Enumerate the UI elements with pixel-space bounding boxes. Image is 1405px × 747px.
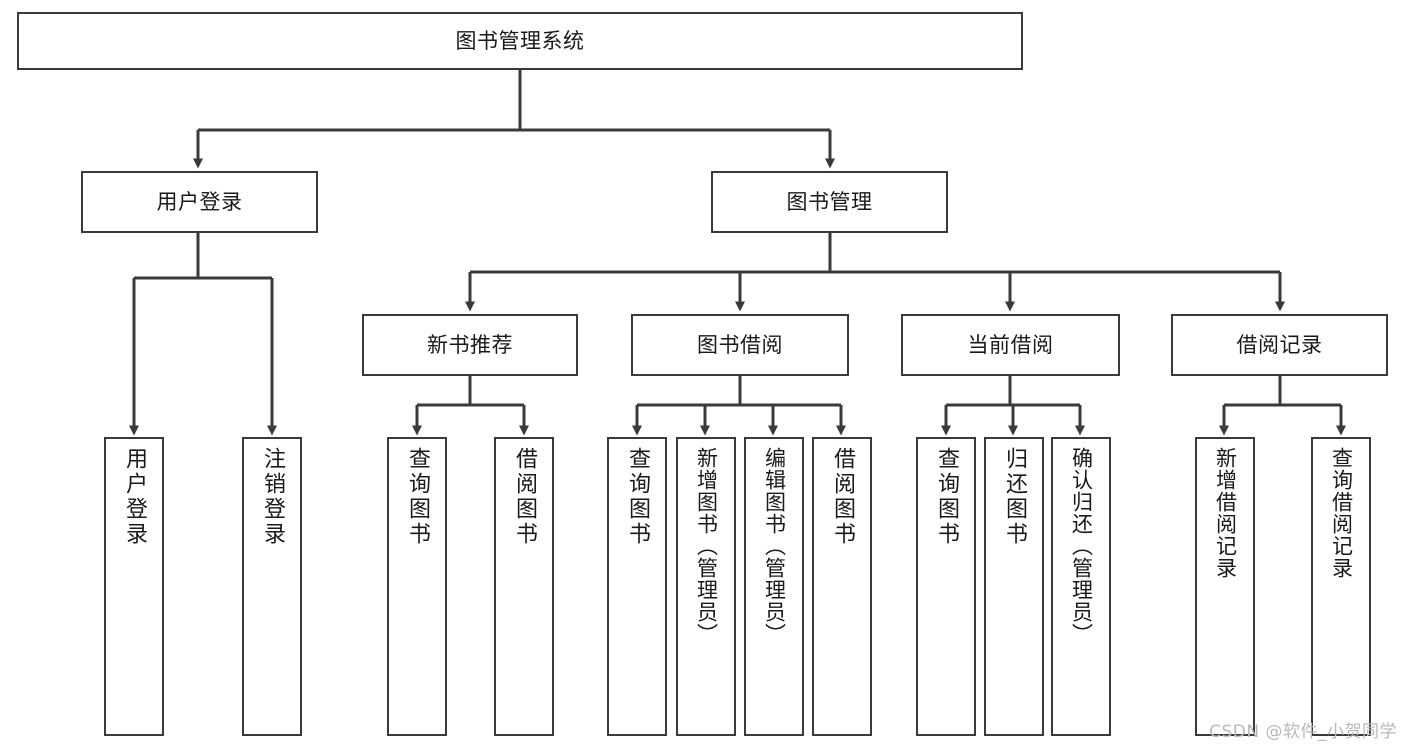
node-current-borrow-label: 当前借阅 bbox=[967, 332, 1054, 357]
node-leaf-confirm-return[interactable]: 确认归还（管理员） bbox=[1051, 437, 1111, 736]
node-leaf-query-book-1-label: 查询图书 bbox=[405, 447, 430, 547]
node-root[interactable]: 图书管理系统 bbox=[17, 12, 1023, 70]
node-leaf-add-book-label: 新增图书（管理员） bbox=[694, 447, 719, 645]
node-leaf-add-record[interactable]: 新增借阅记录 bbox=[1195, 437, 1255, 736]
node-borrow-record[interactable]: 借阅记录 bbox=[1171, 314, 1388, 376]
node-leaf-user-login-label: 用户登录 bbox=[122, 447, 147, 547]
node-new-book-rec-label: 新书推荐 bbox=[427, 332, 513, 357]
node-leaf-query-record-label: 查询借阅记录 bbox=[1329, 447, 1354, 579]
node-leaf-edit-book[interactable]: 编辑图书（管理员） bbox=[744, 437, 804, 736]
node-new-book-rec[interactable]: 新书推荐 bbox=[362, 314, 578, 376]
node-leaf-add-record-label: 新增借阅记录 bbox=[1213, 447, 1238, 579]
node-leaf-user-logout-label: 注销登录 bbox=[260, 447, 285, 547]
node-leaf-borrow-book-1[interactable]: 借阅图书 bbox=[494, 437, 554, 736]
node-leaf-borrow-book-1-label: 借阅图书 bbox=[512, 447, 537, 547]
node-book-manage[interactable]: 图书管理 bbox=[711, 171, 948, 233]
node-book-borrow-label: 图书借阅 bbox=[697, 332, 783, 357]
node-book-manage-label: 图书管理 bbox=[786, 189, 873, 214]
node-leaf-query-book-3[interactable]: 查询图书 bbox=[916, 437, 976, 736]
node-leaf-add-book[interactable]: 新增图书（管理员） bbox=[676, 437, 736, 736]
node-book-borrow[interactable]: 图书借阅 bbox=[631, 314, 849, 376]
node-leaf-edit-book-label: 编辑图书（管理员） bbox=[762, 447, 787, 645]
node-leaf-borrow-book-2-label: 借阅图书 bbox=[830, 447, 855, 547]
node-leaf-query-book-3-label: 查询图书 bbox=[934, 447, 959, 547]
node-leaf-query-record[interactable]: 查询借阅记录 bbox=[1311, 437, 1371, 736]
node-user-login-label: 用户登录 bbox=[156, 189, 243, 214]
node-leaf-return-book[interactable]: 归还图书 bbox=[984, 437, 1044, 736]
node-root-label: 图书管理系统 bbox=[455, 28, 585, 53]
node-leaf-query-book-1[interactable]: 查询图书 bbox=[387, 437, 447, 736]
node-leaf-borrow-book-2[interactable]: 借阅图书 bbox=[812, 437, 872, 736]
node-leaf-confirm-return-label: 确认归还（管理员） bbox=[1069, 447, 1094, 645]
node-borrow-record-label: 借阅记录 bbox=[1236, 332, 1323, 357]
node-user-login[interactable]: 用户登录 bbox=[81, 171, 318, 233]
node-leaf-return-book-label: 归还图书 bbox=[1002, 447, 1027, 547]
node-leaf-query-book-2[interactable]: 查询图书 bbox=[607, 437, 667, 736]
node-current-borrow[interactable]: 当前借阅 bbox=[901, 314, 1120, 376]
node-leaf-user-logout[interactable]: 注销登录 bbox=[242, 437, 302, 736]
node-leaf-query-book-2-label: 查询图书 bbox=[625, 447, 650, 547]
node-leaf-user-login[interactable]: 用户登录 bbox=[104, 437, 164, 736]
watermark: CSDN @软件_小贺同学 bbox=[1209, 722, 1397, 742]
